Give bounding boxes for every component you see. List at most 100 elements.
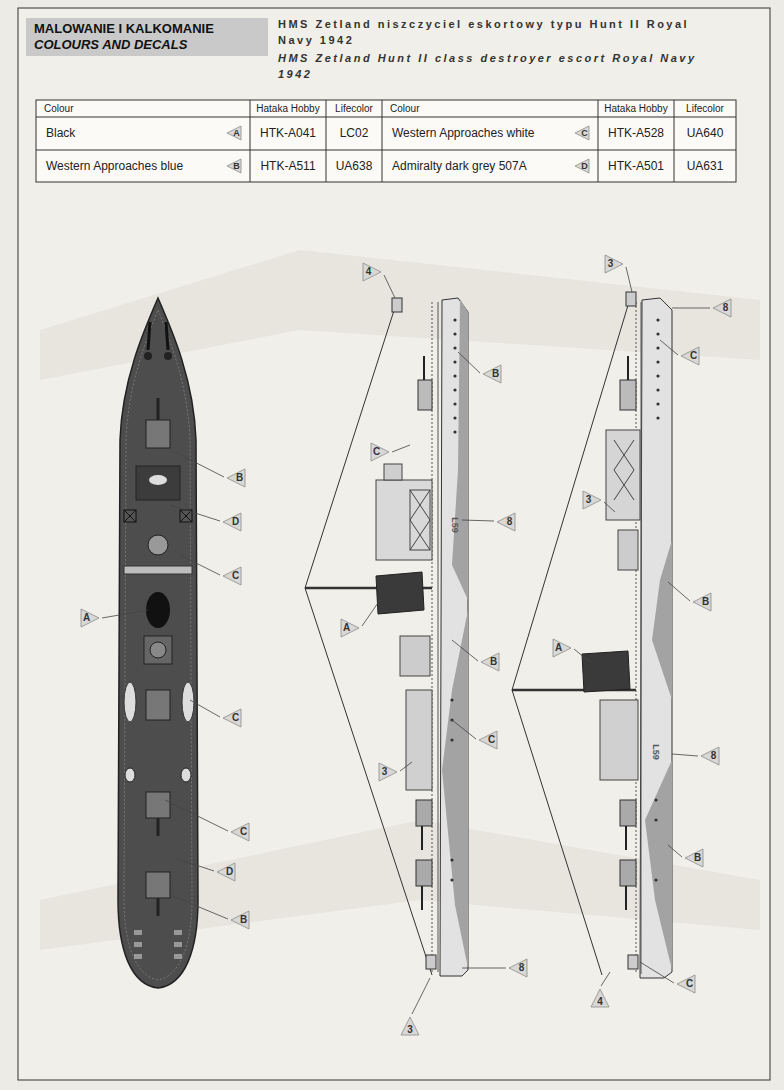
triangle-shape [227, 469, 245, 487]
decal-number: 3 [378, 762, 398, 782]
triangle-shape [509, 959, 527, 977]
triangle-shape [223, 567, 241, 585]
triangle-shape [681, 347, 699, 365]
title-text: HMS Zetland Hunt II class destroyer esco… [278, 50, 703, 82]
triangle-shape [81, 609, 99, 627]
callout-marker: B [684, 848, 704, 868]
callout-letter: C [676, 974, 696, 994]
colour-letter: A [226, 125, 242, 141]
callout-letter: C [222, 708, 242, 728]
decal-number: 8 [508, 958, 528, 978]
table-header: Colour [390, 100, 594, 117]
decal-number: 4 [590, 988, 610, 1008]
callout-marker: B [480, 652, 500, 672]
starboard-profile [305, 298, 468, 976]
callout-letter: C [370, 442, 390, 462]
callout-marker: D [222, 512, 242, 532]
pennant-number: L59 [650, 740, 662, 764]
callout-marker: B [692, 592, 712, 612]
callout-letter: C [222, 566, 242, 586]
triangle-shape [223, 513, 241, 531]
triangle-shape [341, 619, 359, 637]
triangle-shape [217, 863, 235, 881]
callout-marker: 4 [590, 988, 610, 1008]
decal-number: 3 [400, 1016, 420, 1036]
callout-letter: B [230, 910, 250, 930]
callout-marker: 3 [582, 490, 602, 510]
triangle-shape [677, 975, 695, 993]
table-header: Lifecolor [326, 100, 382, 117]
callout-marker: C [680, 346, 700, 366]
callout-letter: B [684, 848, 704, 868]
callout-marker: B [230, 910, 250, 930]
callout-marker: 8 [496, 512, 516, 532]
callout-marker: 3 [400, 1016, 420, 1036]
table-cell: HTK-A511 [250, 150, 326, 182]
marker-triangle [378, 762, 398, 782]
decal-number: 8 [712, 298, 732, 318]
table-cell: UA638 [326, 150, 382, 182]
table-cell: UA640 [674, 117, 736, 150]
callout-marker: D [216, 862, 236, 882]
callout-letter: C [680, 346, 700, 366]
callout-letter: A [340, 618, 360, 638]
table-cell: LC02 [326, 117, 382, 150]
page-frame [18, 8, 770, 1080]
triangle-shape [701, 747, 719, 765]
callout-marker: C [370, 442, 390, 462]
marker-triangle [700, 746, 720, 766]
decal-number: 8 [496, 512, 516, 532]
colour-marker: A [226, 125, 242, 141]
callout-marker: C [222, 566, 242, 586]
callout-letter: B [482, 364, 502, 384]
marker-triangle [496, 512, 516, 532]
triangle-shape [605, 255, 623, 273]
triangle-shape [583, 491, 601, 509]
colour-marker: B [226, 158, 242, 174]
triangle-shape [363, 263, 381, 281]
decal-number: 3 [582, 490, 602, 510]
callout-marker: 8 [508, 958, 528, 978]
heading-text: COLOURS AND DECALS [34, 37, 260, 53]
table-header: Hataka Hobby [250, 100, 326, 117]
callout-letter: A [80, 608, 100, 628]
triangle-shape [379, 763, 397, 781]
marker-triangle [508, 958, 528, 978]
table-cell: Black [46, 117, 218, 150]
callout-letter: B [480, 652, 500, 672]
leader-lines [102, 267, 710, 1014]
colour-letter: D [574, 158, 590, 174]
table-cell: HTK-A528 [598, 117, 674, 150]
colour-marker: D [574, 158, 590, 174]
callout-marker: 4 [362, 262, 382, 282]
callout-marker: C [676, 974, 696, 994]
port-profile [512, 292, 672, 978]
marker-triangle [712, 298, 732, 318]
callout-letter: B [692, 592, 712, 612]
triangle-shape [227, 126, 241, 140]
callout-letter: A [552, 638, 572, 658]
title-text: HMS Zetland niszczyciel eskortowy typu H… [278, 16, 703, 48]
triangle-shape [685, 849, 703, 867]
triangle-shape [223, 709, 241, 727]
colour-letter: B [226, 158, 242, 174]
triangle-shape [575, 159, 589, 173]
heading-text: MALOWANIE I KALKOMANIE [34, 21, 260, 37]
triangle-shape [483, 365, 501, 383]
decal-number: 8 [700, 746, 720, 766]
callout-letter: D [222, 512, 242, 532]
table-cell: HTK-A501 [598, 150, 674, 182]
header-band: MALOWANIE I KALKOMANIECOLOURS AND DECALS [26, 18, 268, 56]
callout-marker: B [226, 468, 246, 488]
callout-marker: 8 [712, 298, 732, 318]
callout-marker: A [80, 608, 100, 628]
triangle-shape [481, 653, 499, 671]
table-header: Hataka Hobby [598, 100, 674, 117]
callout-marker: C [478, 730, 498, 750]
triangle-shape [591, 989, 609, 1007]
colour-table [36, 100, 736, 182]
table-cell: HTK-A041 [250, 117, 326, 150]
triangle-shape [227, 159, 241, 173]
table-cell: Admiralty dark grey 507A [392, 150, 566, 182]
